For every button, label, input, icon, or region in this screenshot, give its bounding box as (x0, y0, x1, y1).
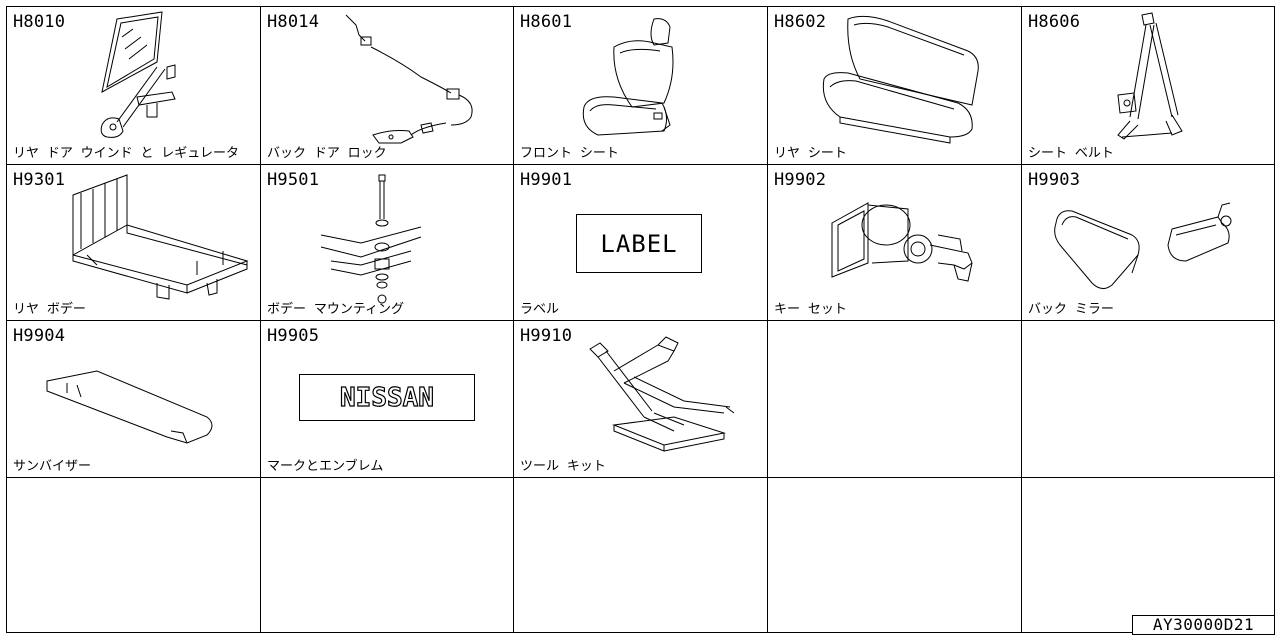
label-art-text: LABEL (600, 229, 678, 258)
part-name: ボデー マウンティング (267, 302, 405, 317)
part-name: フロント シート (520, 146, 619, 161)
empty-cell (6, 477, 261, 633)
part-code: H8606 (1028, 12, 1081, 32)
catalog-cell-h9902[interactable]: H9902 キー セット (767, 164, 1022, 321)
catalog-cell-h8602[interactable]: H8602 リヤ シート (767, 6, 1022, 165)
catalog-cell-h9904[interactable]: H9904 サンバイザー (6, 320, 261, 478)
catalog-cell-h9903[interactable]: H9903 バック ミラー (1021, 164, 1275, 321)
part-code: H8014 (267, 12, 320, 32)
part-code: H8602 (774, 12, 827, 32)
catalog-cell-h8606[interactable]: H8606 シート ベルト (1021, 6, 1275, 165)
part-code: H9903 (1028, 170, 1081, 190)
part-name: バック ドア ロック (267, 146, 387, 161)
part-name: ラベル (520, 302, 560, 317)
part-code: H9901 (520, 170, 573, 190)
part-name: キー セット (774, 302, 847, 317)
catalog-cell-h8601[interactable]: H8601 フロント シート (513, 6, 768, 165)
part-code: H9902 (774, 170, 827, 190)
part-code: H9905 (267, 326, 320, 346)
catalog-cell-h8014[interactable]: H8014 バック ドア ロック (260, 6, 514, 165)
part-code: H9301 (13, 170, 66, 190)
empty-cell (1021, 320, 1275, 478)
catalog-cell-h9501[interactable]: H9501 ボデー マウンティング (260, 164, 514, 321)
part-name: リヤ ボデー (13, 302, 86, 317)
mark-emblem-icon: NISSAN (299, 374, 475, 421)
part-name: リヤ ドア ウインド と レギュレータ (13, 146, 240, 161)
part-code: H9910 (520, 326, 573, 346)
empty-cell (1021, 477, 1275, 633)
catalog-cell-h9301[interactable]: H9301 リヤ ボデー (6, 164, 261, 321)
emblem-art-text: NISSAN (339, 382, 434, 413)
part-name: リヤ シート (774, 146, 847, 161)
part-code: H8010 (13, 12, 66, 32)
part-name: バック ミラー (1028, 302, 1114, 317)
empty-cell (260, 477, 514, 633)
catalog-cell-h9901[interactable]: LABEL H9901 ラベル (513, 164, 768, 321)
catalog-cell-h8010[interactable]: H8010 リヤ ドア ウインド と レギュレータ (6, 6, 261, 165)
catalog-cell-h9905[interactable]: NISSAN H9905 マークとエンブレム (260, 320, 514, 478)
part-name: サンバイザー (13, 459, 92, 474)
part-code: H9904 (13, 326, 66, 346)
empty-cell (513, 477, 768, 633)
empty-cell (767, 320, 1022, 478)
diagram-id-label: AY30000D21 (1132, 615, 1275, 635)
part-code: H9501 (267, 170, 320, 190)
part-name: マークとエンブレム (267, 459, 384, 474)
part-name: ツール キット (520, 459, 606, 474)
catalog-cell-h9910[interactable]: H9910 ツール キット (513, 320, 768, 478)
part-name: シート ベルト (1028, 146, 1114, 161)
parts-catalog-grid: H8010 リヤ ドア ウインド と レギュレータ H8014 バック ドア ロ… (6, 6, 1275, 633)
label-icon: LABEL (576, 214, 702, 273)
part-code: H8601 (520, 12, 573, 32)
empty-cell (767, 477, 1022, 633)
